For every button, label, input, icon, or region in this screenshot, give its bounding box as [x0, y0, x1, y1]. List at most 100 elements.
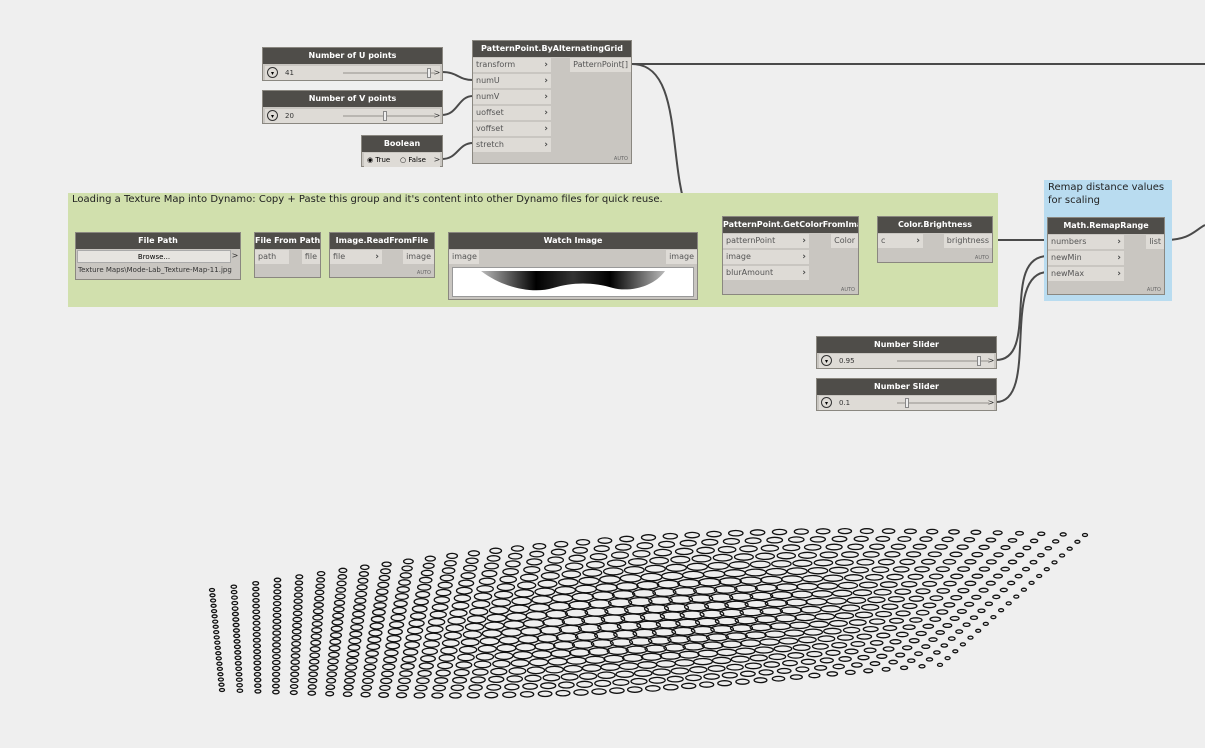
chevron-down-icon[interactable]: ▾	[821, 355, 832, 366]
output-port-patternpoint[interactable]: PatternPoint[]	[570, 58, 631, 72]
port-label: stretch	[476, 140, 504, 149]
port-label: patternPoint	[726, 236, 776, 245]
wire-slider2-to-newmax	[995, 271, 1049, 403]
lacing-label: AUTO	[416, 270, 431, 276]
input-port-file[interactable]: file›	[330, 250, 382, 264]
node-title: Math.RemapRange	[1048, 218, 1164, 234]
wire-slider1-to-newmin	[995, 255, 1049, 361]
port-label: numV	[476, 92, 500, 101]
boolean-row: ◉ True ○ False >	[364, 153, 440, 167]
input-port-numU[interactable]: numU›	[473, 74, 551, 88]
output-port[interactable]: >	[433, 68, 441, 77]
port-label: transform	[476, 60, 516, 69]
port-label: file	[333, 252, 346, 261]
node-title: Number Slider	[817, 337, 996, 353]
input-port-newmax[interactable]: newMax›	[1048, 267, 1124, 281]
output-port[interactable]: >	[987, 398, 995, 407]
slider-thumb[interactable]	[383, 111, 387, 121]
port-label: uoffset	[476, 108, 504, 117]
node-title: File From Path	[255, 233, 320, 249]
chevron-down-icon[interactable]: ▾	[821, 397, 832, 408]
port-label: newMax	[1051, 269, 1085, 278]
port-label: numbers	[1051, 237, 1087, 246]
slider-thumb[interactable]	[977, 356, 981, 366]
port-label: blurAmount	[726, 268, 774, 277]
output-port[interactable]: >	[433, 111, 441, 120]
node-title: Image.ReadFromFile	[330, 233, 434, 249]
input-port-image[interactable]: image›	[723, 250, 809, 264]
lacing-label: AUTO	[840, 287, 855, 293]
input-port-numV[interactable]: numV›	[473, 90, 551, 104]
lacing-label: AUTO	[1146, 287, 1161, 293]
output-port-image[interactable]: image	[403, 250, 434, 264]
output-port[interactable]: >	[231, 251, 239, 260]
texture-group-title: Loading a Texture Map into Dynamo: Copy …	[72, 194, 663, 205]
input-port-path[interactable]: path	[255, 250, 289, 264]
node-title: Number of V points	[263, 91, 442, 107]
port-label: image	[452, 252, 477, 261]
input-port-patternpoint[interactable]: patternPoint›	[723, 234, 809, 248]
math-remaprange-node[interactable]: Math.RemapRange numbers› newMin› newMax›…	[1047, 217, 1165, 295]
get-color-node[interactable]: PatternPoint.GetColorFromImage patternPo…	[722, 216, 859, 295]
color-brightness-node[interactable]: Color.Brightness c› brightness AUTO	[877, 216, 993, 263]
port-label: voffset	[476, 124, 504, 133]
input-port-newmin[interactable]: newMin›	[1048, 251, 1124, 265]
wire-v-to-numV	[441, 95, 474, 116]
input-port-image[interactable]: image	[449, 250, 479, 264]
slider-row: ▾ 0.1 >	[819, 396, 994, 410]
input-port-c[interactable]: c›	[878, 234, 923, 248]
input-port-voffset[interactable]: voffset›	[473, 122, 551, 136]
node-title: PatternPoint.ByAlternatingGrid	[473, 41, 631, 57]
number-slider-node[interactable]: Number Slider ▾ 0.95 >	[816, 336, 997, 369]
output-port[interactable]: >	[987, 356, 995, 365]
watch-image-node[interactable]: Watch Image image image	[448, 232, 698, 300]
file-from-path-node[interactable]: File From Path path file	[254, 232, 321, 278]
input-port-bluramount[interactable]: blurAmount›	[723, 266, 809, 280]
v-points-slider-node[interactable]: Number of V points ▾ 20 >	[262, 90, 443, 124]
false-label: False	[408, 156, 426, 164]
slider-row: ▾ 0.95 >	[819, 354, 994, 368]
node-title: Boolean	[362, 136, 442, 152]
input-port-numbers[interactable]: numbers›	[1048, 235, 1124, 249]
output-port-image[interactable]: image	[666, 250, 697, 264]
input-port-uoffset[interactable]: uoffset›	[473, 106, 551, 120]
output-port-list[interactable]: list	[1146, 235, 1164, 249]
node-title: PatternPoint.GetColorFromImage	[723, 217, 858, 233]
image-read-node[interactable]: Image.ReadFromFile file› image AUTO	[329, 232, 435, 278]
output-port-file[interactable]: file	[301, 250, 320, 264]
u-points-slider-node[interactable]: Number of U points ▾ 41 >	[262, 47, 443, 81]
texture-preview-image	[452, 267, 694, 297]
slider-track[interactable]	[343, 72, 435, 74]
chevron-down-icon[interactable]: ▾	[267, 110, 278, 121]
texture-gradient-image	[481, 271, 665, 291]
lacing-label: AUTO	[974, 255, 989, 261]
slider-track[interactable]	[897, 360, 989, 362]
chevron-down-icon[interactable]: ▾	[267, 67, 278, 78]
wire-u-to-numU	[441, 71, 474, 81]
file-path-node[interactable]: File Path Browse... > Texture Maps\Mode-…	[75, 232, 241, 280]
number-slider-node[interactable]: Number Slider ▾ 0.1 >	[816, 378, 997, 411]
input-port-stretch[interactable]: stretch›	[473, 138, 551, 152]
port-label: path	[258, 252, 277, 261]
output-port-brightness[interactable]: brightness	[943, 234, 992, 248]
file-path-text: Texture Maps\Mode-Lab_Texture-Map-11.jpg	[78, 266, 232, 274]
slider-track[interactable]	[343, 115, 435, 117]
remap-group-title: Remap distance values for scaling	[1048, 182, 1165, 206]
slider-value: 0.1	[839, 399, 851, 407]
slider-thumb[interactable]	[905, 398, 909, 408]
pattern-grid-node[interactable]: PatternPoint.ByAlternatingGrid transform…	[472, 40, 632, 164]
output-port-color[interactable]: Color	[831, 234, 858, 248]
node-title: File Path	[76, 233, 240, 249]
port-label: c	[881, 236, 886, 245]
browse-button[interactable]: Browse...	[77, 250, 231, 263]
input-port-transform[interactable]: transform›	[473, 58, 551, 72]
node-title: Number Slider	[817, 379, 996, 395]
wire-bool-to-stretch	[441, 142, 474, 160]
boolean-node[interactable]: Boolean ◉ True ○ False >	[361, 135, 443, 167]
radio-true[interactable]: ◉ True	[367, 156, 391, 164]
slider-thumb[interactable]	[427, 68, 431, 78]
output-port[interactable]: >	[433, 155, 441, 164]
radio-false[interactable]: ○ False	[400, 156, 426, 164]
port-label: image	[726, 252, 751, 261]
slider-track[interactable]	[897, 402, 989, 404]
